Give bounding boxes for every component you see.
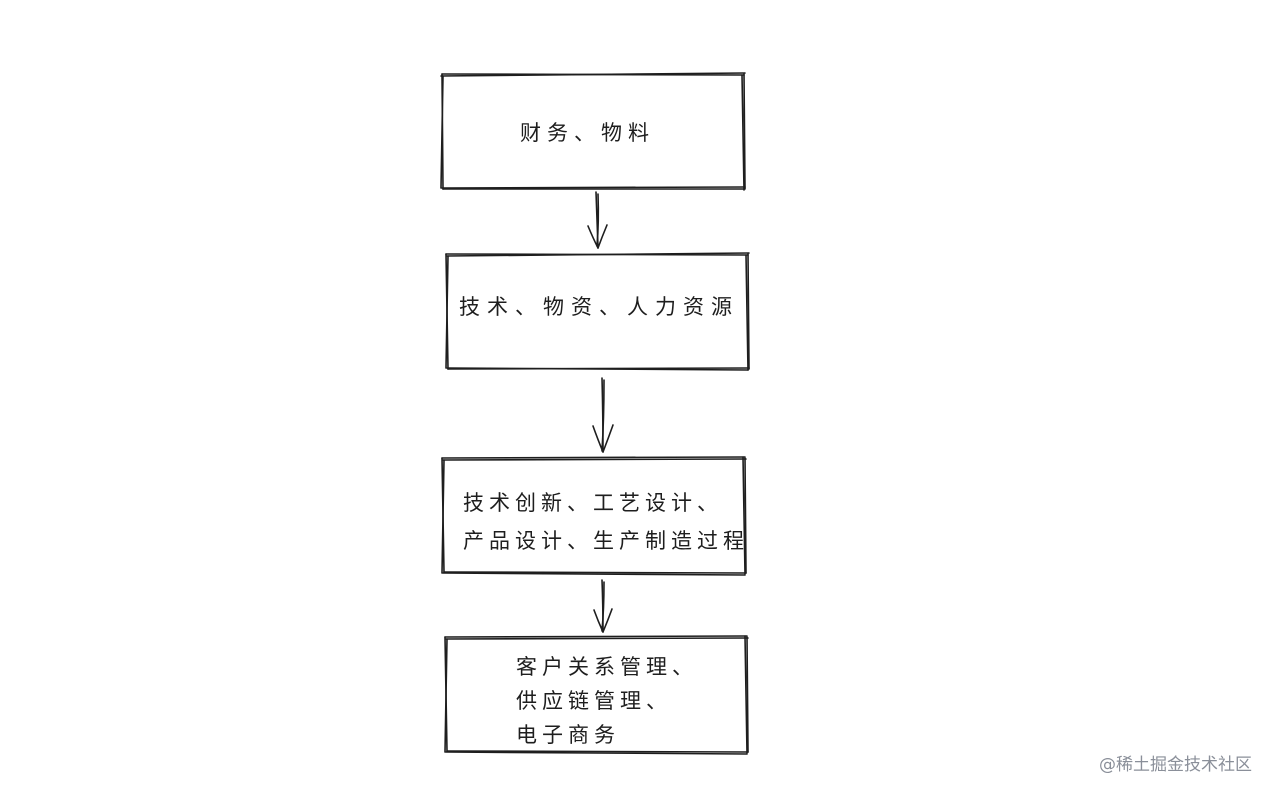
flow-box-label-line: 产品设计、生产制造过程 (463, 529, 749, 553)
flow-box-label-line: 电子商务 (516, 723, 620, 747)
flow-box-label-line: 技术、物资、人力资源 (459, 295, 739, 319)
watermark-text: @稀土掘金技术社区 (1099, 755, 1252, 775)
flow-box-label-line: 财务、物料 (520, 121, 655, 145)
flow-box-label-crm-scm-ecommerce: 客户关系管理、 供应链管理、 电子商务 (516, 650, 698, 752)
flow-box-label-finance-materials: 财务、物料 (520, 116, 655, 150)
flow-box-finance-materials[interactable] (440, 72, 746, 191)
flow-box-label-tech-resources: 技术、物资、人力资源 (459, 290, 739, 324)
flow-box-label-line: 技术创新、工艺设计、 (463, 491, 723, 515)
flow-box-label-line: 供应链管理、 (516, 689, 672, 713)
flow-box-label-innovation-design: 技术创新、工艺设计、 产品设计、生产制造过程 (463, 484, 749, 560)
flow-box-label-line: 客户关系管理、 (516, 655, 698, 679)
flow-box-crm-scm-ecommerce[interactable] (444, 635, 749, 755)
flow-box-tech-resources[interactable] (445, 252, 750, 371)
flow-arrow-3 (593, 579, 613, 633)
flow-arrow-1 (587, 191, 608, 249)
flow-arrow-2 (592, 377, 614, 453)
flow-box-innovation-design[interactable] (441, 456, 747, 576)
